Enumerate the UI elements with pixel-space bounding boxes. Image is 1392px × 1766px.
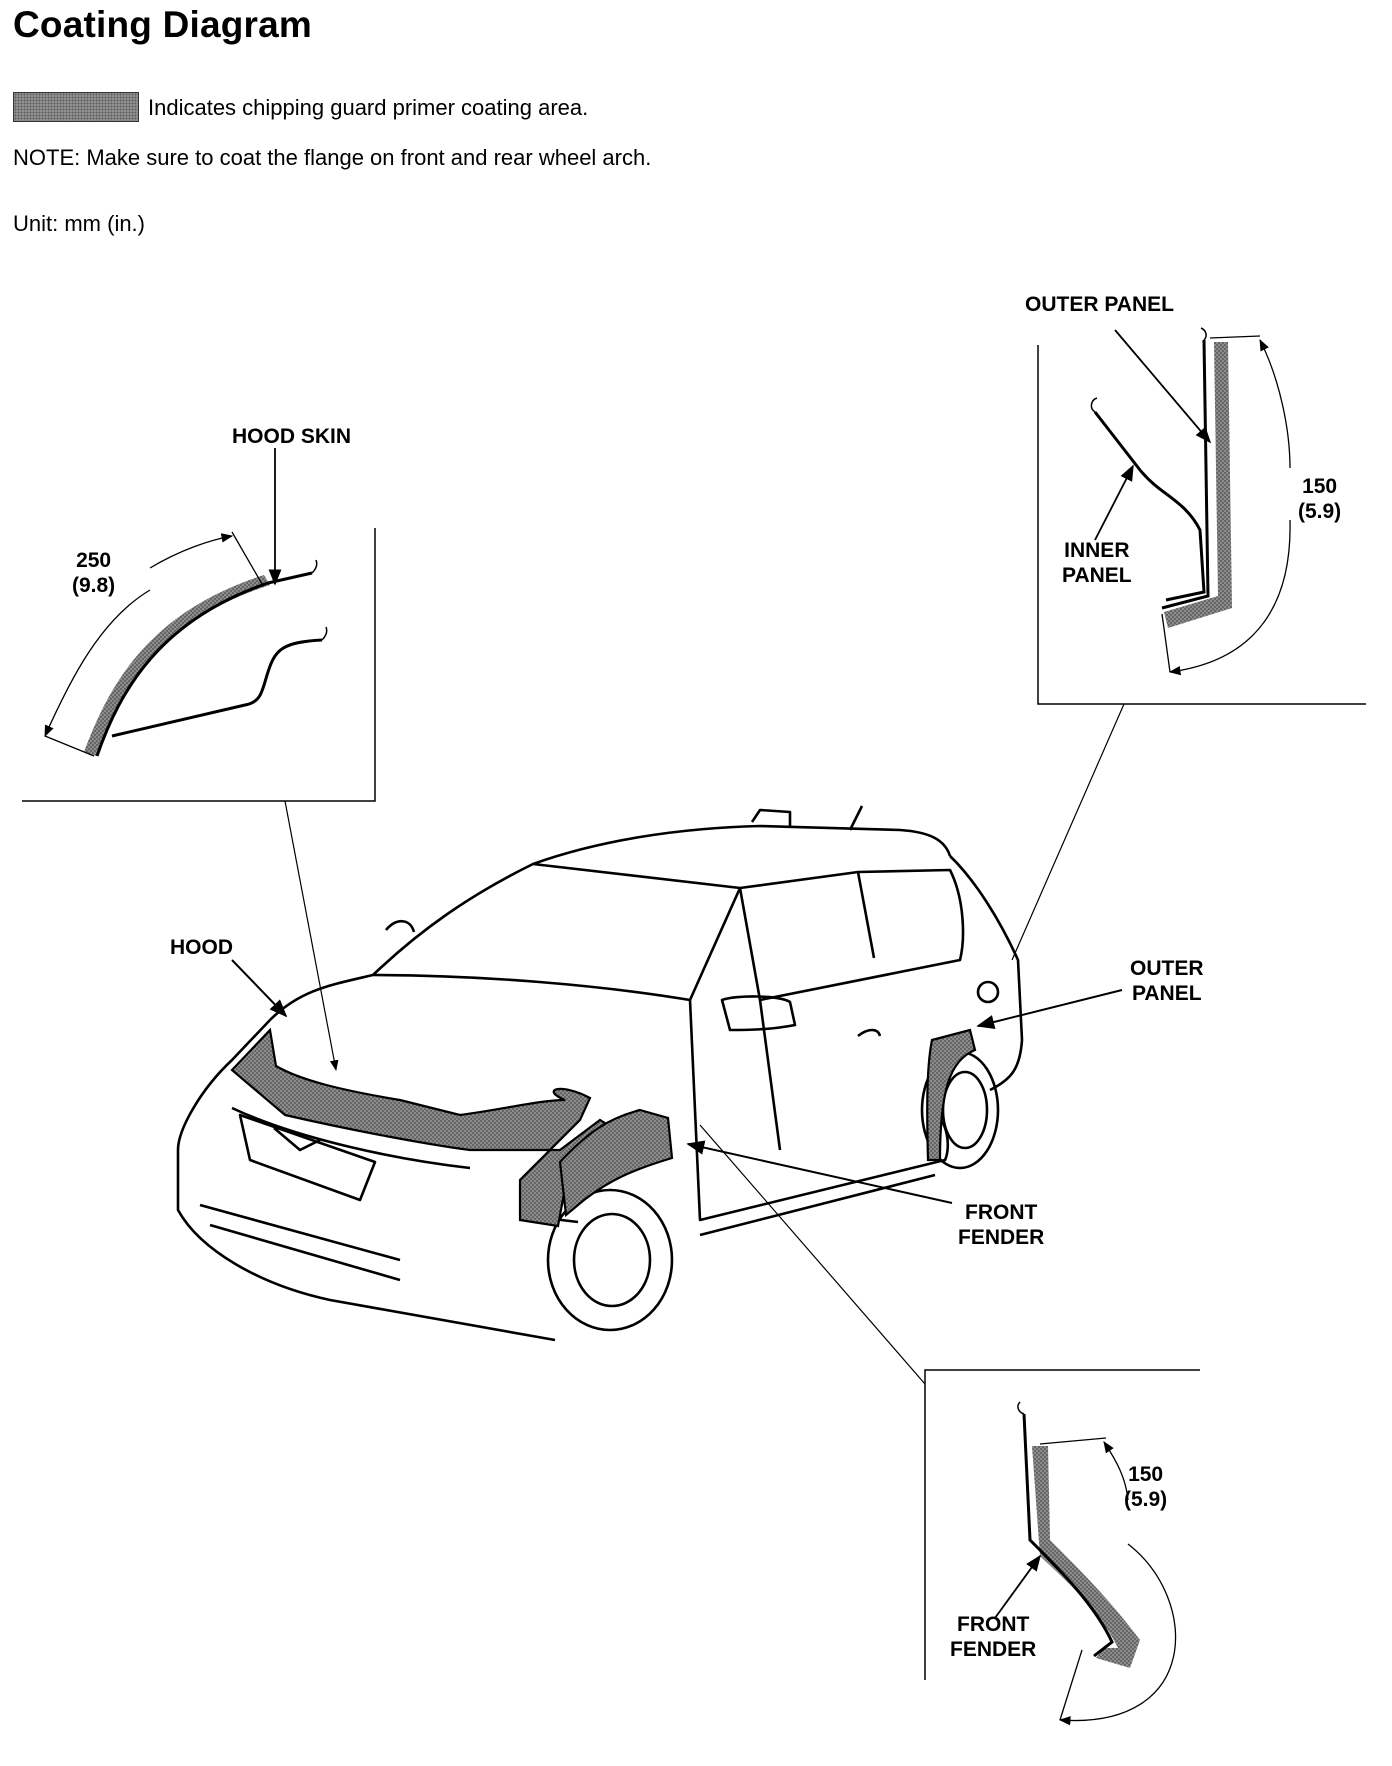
rear-arch-dimension-in: (5.9) (1298, 500, 1342, 523)
hood-dimension-in: (9.8) (72, 574, 116, 597)
front-fender-side-label: FRONT FENDER (958, 1200, 1044, 1250)
hood-label: HOOD (170, 936, 233, 959)
front-fender-detail (924, 1369, 1200, 1726)
rear-arch-dimension-mm: 150 (1302, 475, 1338, 498)
inner-panel-label-line1: INNER (1064, 539, 1130, 562)
inner-panel-label-line2: PANEL (1062, 564, 1132, 587)
rear-arch-dimension-label: 150 (5.9) (1298, 474, 1341, 524)
front-fender-detail-label: FRONT FENDER (950, 1612, 1036, 1662)
outer-panel-side-label-line1: OUTER (1130, 957, 1204, 980)
unit-text: Unit: mm (in.) (13, 211, 145, 236)
legend-text: Indicates chipping guard primer coating … (148, 95, 589, 120)
front-arch-dimension-label: 150 (5.9) (1124, 1462, 1167, 1512)
front-fender-detail-label-line2: FENDER (950, 1638, 1037, 1661)
car-label-arrows (231, 959, 1123, 1204)
inner-panel-label: INNER PANEL (1062, 538, 1132, 588)
hood-dimension-mm: 250 (76, 549, 112, 572)
rear-arch-detail (1037, 327, 1366, 705)
page-title: Coating Diagram (13, 4, 313, 45)
front-fender-side-label-line1: FRONT (965, 1201, 1038, 1224)
hood-dimension-label: 250 (9.8) (72, 548, 115, 598)
coating-legend-swatch (13, 92, 139, 122)
hood-skin-detail (22, 448, 376, 802)
front-fender-side-label-line2: FENDER (958, 1226, 1045, 1249)
car-body (176, 805, 1024, 1342)
note-text: NOTE: Make sure to coat the flange on fr… (13, 145, 652, 170)
detail-leaders (284, 703, 1125, 1385)
hood-skin-label: HOOD SKIN (232, 425, 352, 448)
car-coating-areas (230, 1027, 977, 1228)
outer-panel-top-label: OUTER PANEL (1025, 293, 1174, 316)
front-arch-dimension-mm: 150 (1128, 1463, 1164, 1486)
front-arch-dimension-in: (5.9) (1124, 1488, 1168, 1511)
front-fender-detail-label-line1: FRONT (957, 1613, 1030, 1636)
outer-panel-side-label: OUTER PANEL (1130, 956, 1204, 1006)
outer-panel-side-label-line2: PANEL (1131, 982, 1202, 1005)
